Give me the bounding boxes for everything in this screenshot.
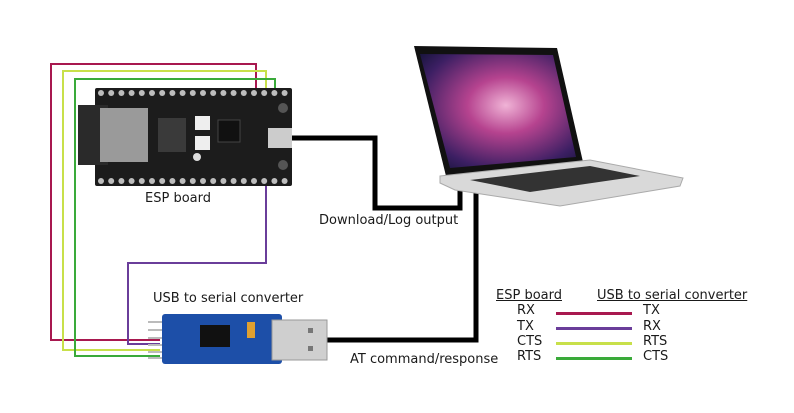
legend-row-left: RX [517, 303, 535, 318]
header-pin [251, 178, 257, 184]
at-command-label: AT command/response [350, 352, 499, 367]
header-pin [189, 178, 196, 184]
header-pin [240, 90, 247, 96]
legend-header-esp: ESP board [496, 288, 562, 303]
download-log-label: Download/Log output [319, 213, 459, 228]
header-pin [200, 178, 206, 184]
header-pin [118, 90, 125, 96]
header-pin [271, 178, 278, 184]
header-pin [169, 178, 176, 184]
header-pin [251, 90, 257, 96]
header-pin [179, 90, 186, 96]
header-pin [138, 178, 145, 184]
legend-row-left: RTS [517, 349, 542, 364]
header-pin [159, 178, 166, 184]
header-pin [189, 90, 196, 96]
legend-header-usb: USB to serial converter [597, 288, 748, 303]
header-pin [149, 90, 155, 96]
cable-at-command [325, 186, 479, 343]
legend-line-cts [556, 342, 632, 345]
header-pin [261, 90, 268, 96]
header-pin [128, 178, 135, 184]
header-pin [108, 178, 115, 184]
wire-rx [50, 63, 257, 341]
esp-board-image [78, 88, 292, 186]
legend-line-rts [556, 357, 632, 360]
header-pin [159, 90, 166, 96]
header-pin [210, 90, 217, 96]
header-pin [210, 178, 217, 184]
cable-download-log [292, 135, 463, 211]
header-pin [200, 90, 206, 96]
legend-row-right: CTS [643, 349, 669, 364]
header-pin [281, 178, 288, 184]
header-pin [220, 178, 227, 184]
legend-row-right: RTS [643, 334, 668, 349]
wire-tx [127, 185, 267, 345]
esp-board-label: ESP board [145, 191, 211, 206]
legend-row-left: TX [517, 319, 534, 334]
header-pin [230, 178, 237, 184]
header-pin [149, 178, 155, 184]
laptop-image [414, 46, 684, 207]
header-pin [108, 90, 115, 96]
usb-serial-label: USB to serial converter [153, 291, 304, 306]
usb-serial-converter-image [148, 314, 328, 364]
header-pin [230, 90, 237, 96]
legend-line-tx [556, 327, 632, 330]
header-pin [128, 90, 135, 96]
wire-cts [62, 70, 267, 351]
header-pin [220, 90, 227, 96]
legend-row-right: RX [643, 319, 661, 334]
header-pin [118, 178, 125, 184]
header-pin [261, 178, 268, 184]
header-pin [240, 178, 247, 184]
header-pin [98, 178, 104, 184]
header-pin [271, 90, 278, 96]
legend-row-right: TX [643, 303, 660, 318]
header-pin [138, 90, 145, 96]
wire-rts [74, 78, 276, 357]
legend-line-rx [556, 312, 632, 315]
header-pin [179, 178, 186, 184]
header-pin [169, 90, 176, 96]
header-pin [281, 90, 288, 96]
legend-row-left: CTS [517, 334, 543, 349]
header-pin [98, 90, 104, 96]
